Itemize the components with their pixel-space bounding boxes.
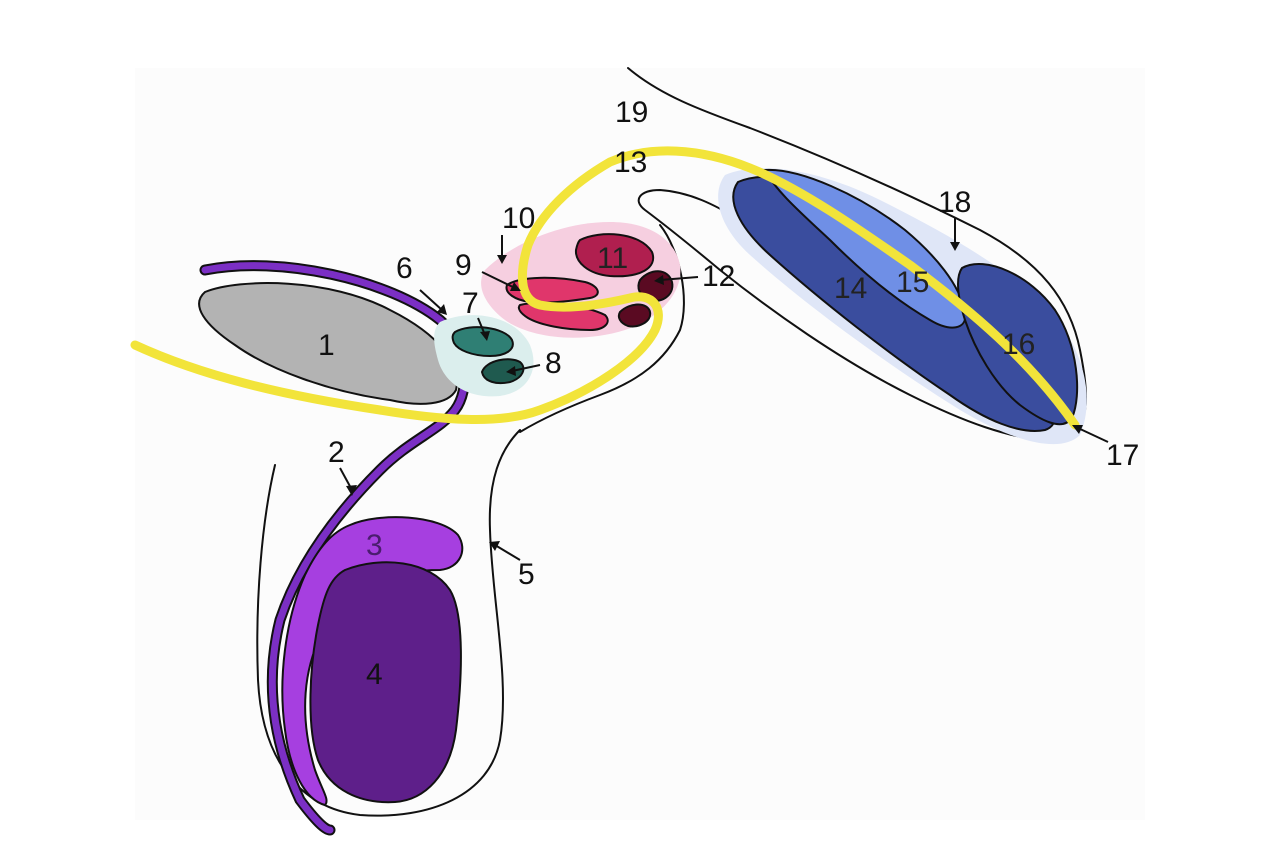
- label-16: 16: [1002, 328, 1035, 361]
- arrow-7-head: [480, 331, 490, 341]
- structure-15-blue-light: [763, 168, 967, 329]
- label-10: 10: [502, 202, 535, 235]
- arrow-17-head: [1072, 425, 1083, 434]
- arrow-2-head: [346, 485, 357, 496]
- label-11: 11: [597, 242, 628, 275]
- structure-11-crimson: [574, 233, 655, 278]
- label-18: 18: [938, 186, 971, 219]
- structure-4-testis: [309, 561, 462, 804]
- label-1: 1: [318, 329, 335, 362]
- label-19: 19: [615, 96, 648, 129]
- arrow-10-head: [497, 255, 507, 264]
- arrow-6-head: [437, 304, 447, 315]
- label-9: 9: [455, 249, 472, 282]
- label-8: 8: [545, 347, 562, 380]
- arrow-5: [494, 544, 521, 561]
- arrow-8-head: [506, 366, 516, 376]
- arrow-18-head: [950, 242, 960, 251]
- label-14: 14: [834, 272, 867, 305]
- perineum-outline: [519, 224, 685, 433]
- structure-2-duct-fill: [201, 262, 469, 834]
- arrow-8: [511, 364, 541, 372]
- label-3: 3: [366, 529, 383, 562]
- label-4: 4: [366, 658, 383, 691]
- label-13: 13: [614, 146, 647, 179]
- label-12: 12: [702, 260, 735, 293]
- arrow-9-head: [510, 282, 521, 291]
- structure-12b-maroon: [617, 303, 652, 328]
- label-6: 6: [396, 252, 413, 285]
- arrow-6: [419, 289, 443, 311]
- penis-lower-outline: [637, 189, 1061, 443]
- arrow-17: [1077, 427, 1109, 443]
- arrow-12: [659, 276, 699, 281]
- arrow-9: [481, 271, 516, 289]
- arrow-12-head: [654, 275, 664, 285]
- arrow-5-head: [489, 541, 500, 551]
- structure-7-teal: [451, 326, 514, 358]
- penis-upper-outline: [627, 67, 1087, 443]
- label-17: 17: [1106, 439, 1139, 472]
- structure-1-grey: [198, 282, 458, 405]
- structure-8-teal-dark: [480, 358, 525, 385]
- structure-13-yellow-path: [130, 146, 1080, 430]
- label-5: 5: [518, 558, 535, 591]
- leader-arrows: [339, 218, 1109, 561]
- label-2: 2: [328, 436, 345, 469]
- label-7: 7: [462, 287, 479, 320]
- body-outline: [256, 67, 1087, 817]
- label-15: 15: [896, 266, 929, 299]
- scrotum-outline: [256, 429, 521, 817]
- diagram-labels: 1 2 3 4 5 6 7 8 9 10 11 12 13 14 15 16 1…: [318, 96, 1139, 691]
